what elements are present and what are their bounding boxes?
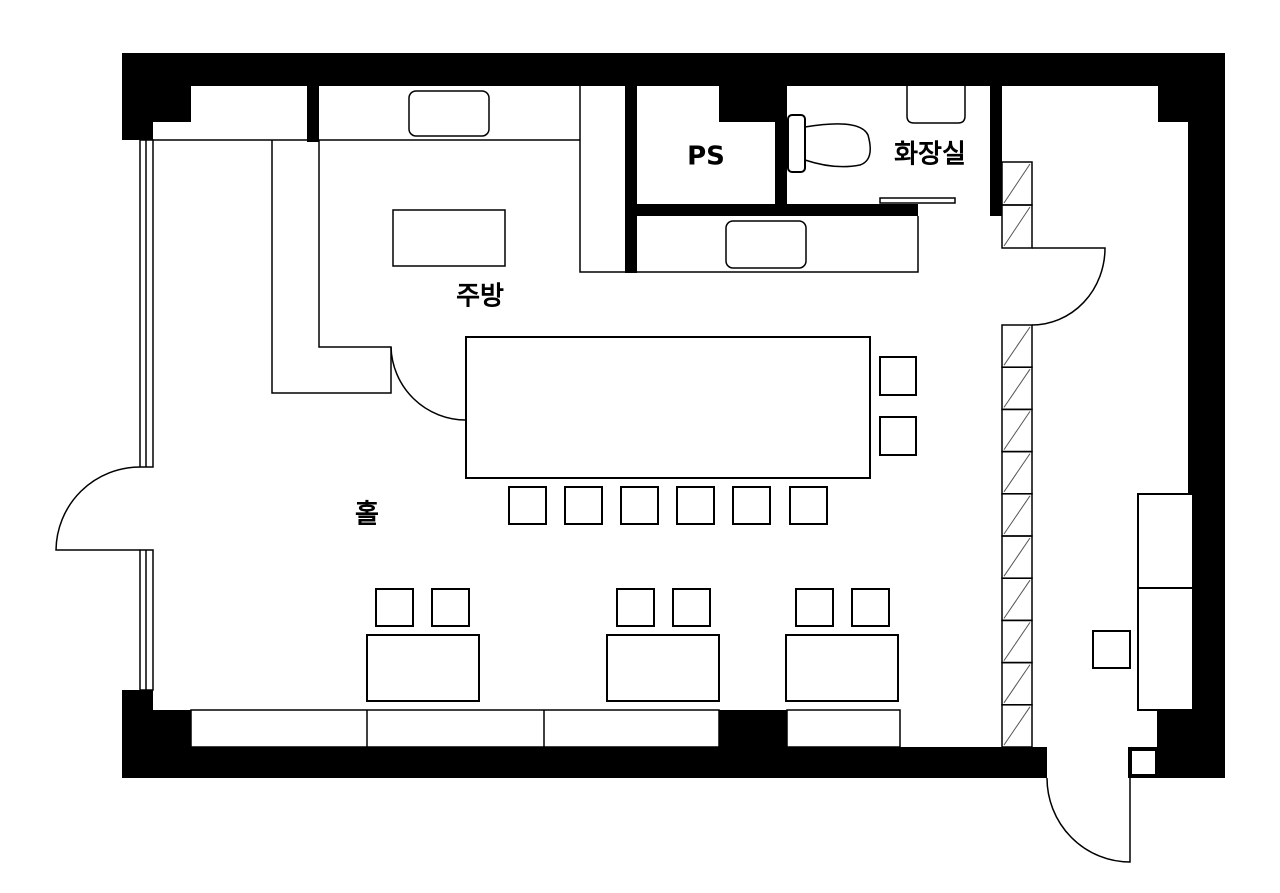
stool [879,416,917,456]
restroom-sliding-door[interactable] [879,197,956,204]
table [606,634,720,702]
kitchen-counters [153,86,919,394]
glass-block-hatch [1003,664,1031,704]
sink [725,220,807,269]
kitchen-sink [408,90,490,137]
cabinet [1137,587,1194,711]
glass-block-hatch [1003,163,1031,204]
stool [789,486,828,525]
bottom-counters [190,709,901,748]
stool [564,486,603,525]
chair [672,588,711,627]
glass-block-hatch [1003,453,1031,493]
column-box [1128,747,1159,778]
glass-block-hatch [1003,368,1031,408]
outer-walls [122,53,1225,778]
toilet [787,114,871,173]
glass-block [1001,704,1033,748]
label-restroom: 화장실 [894,140,966,170]
glass-block [1001,204,1033,249]
entrance-door[interactable] [55,466,141,551]
stool [732,486,771,525]
glass-block-hatch [1003,537,1031,577]
glass-block-wall [1001,161,1033,748]
glass-block-hatch [1003,206,1031,247]
glass-block-hatch [1003,326,1031,366]
table [366,634,480,702]
glass-block-hatch [1003,411,1031,450]
chair [795,588,834,627]
restroom-corridor-door[interactable] [1031,247,1106,326]
chair [616,588,655,627]
restroom-basin [906,86,966,124]
kitchen-door[interactable] [390,346,467,421]
label-hall: 홀 [355,500,379,530]
rear-door[interactable] [1046,777,1131,863]
cabinet [1137,493,1194,589]
stool [879,356,917,396]
left-windows [139,139,154,691]
chair [431,588,470,627]
label-pipe-shaft: PS [687,142,725,172]
glass-block-hatch [1003,706,1031,746]
chair [375,588,414,627]
stool [676,486,715,525]
stool [508,486,547,525]
glass-block-hatch [1003,622,1031,661]
inner-walls [307,86,1002,273]
chair [851,588,890,627]
bar-table [465,336,871,479]
stool [1092,630,1131,669]
stool [620,486,659,525]
glass-block-hatch [1003,495,1031,535]
glass-block-hatch [1003,579,1031,619]
table [785,634,899,702]
kitchen-island [392,209,506,267]
label-kitchen: 주방 [456,282,504,312]
